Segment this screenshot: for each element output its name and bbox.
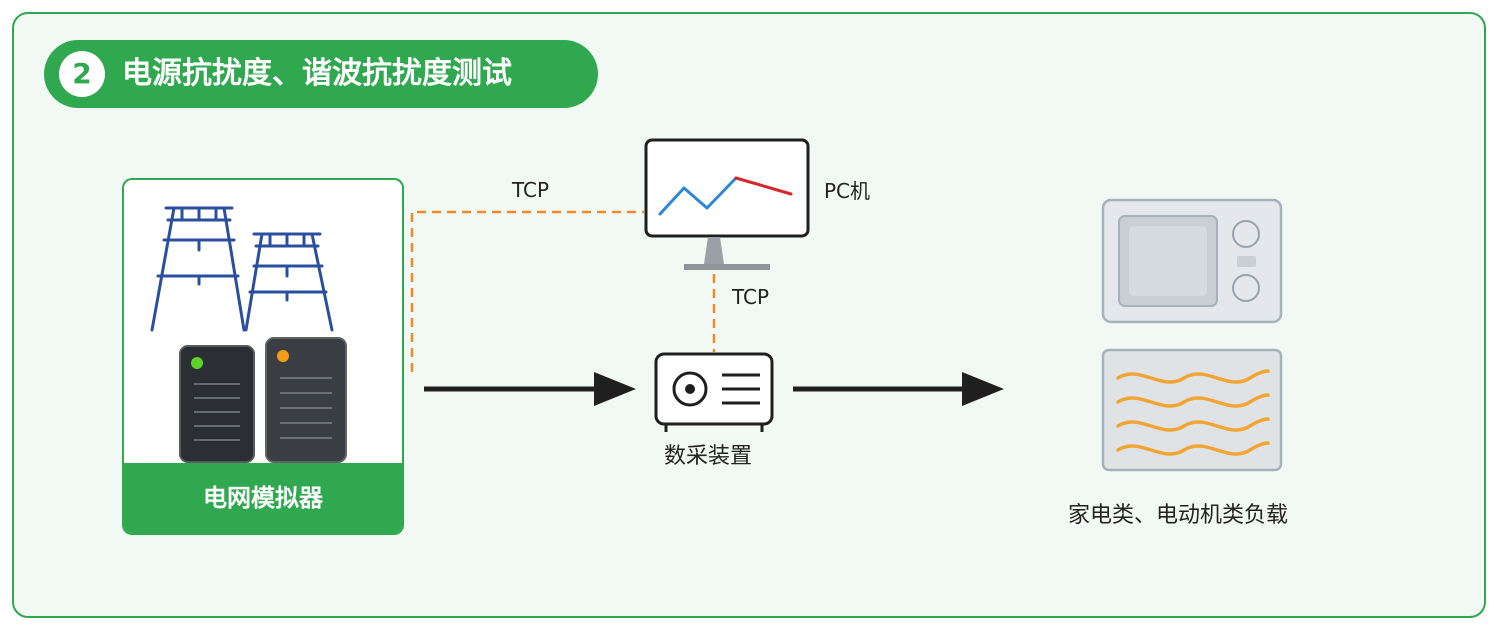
section-number: 2 (59, 51, 105, 97)
tower-icon (244, 232, 334, 332)
grid-simulator-label: 电网模拟器 (124, 463, 402, 533)
section-title: 电源抗扰度、谐波抗扰度测试 (122, 56, 512, 91)
daq-label: 数采装置 (664, 444, 753, 469)
arrow-icon (424, 372, 636, 406)
server-icon (265, 337, 347, 463)
load-label: 家电类、电动机类负载 (1068, 503, 1289, 528)
grid-simulator-art (150, 206, 347, 463)
section-header (44, 40, 598, 108)
tcp-label-middle: TCP (732, 285, 770, 309)
arrow-icon (793, 372, 1004, 406)
heater-icon (1101, 348, 1283, 472)
grid-simulator-card: 电网模拟器 (122, 178, 404, 535)
monitor-icon (644, 138, 810, 270)
microwave-icon (1101, 198, 1283, 324)
tcp-label-top: TCP (512, 178, 550, 202)
pc-label: PC机 (824, 179, 871, 203)
tower-icon (150, 206, 246, 332)
daq-device-icon (654, 352, 774, 432)
tcp-link-simulator-pc (410, 210, 644, 372)
server-icon (179, 345, 255, 463)
